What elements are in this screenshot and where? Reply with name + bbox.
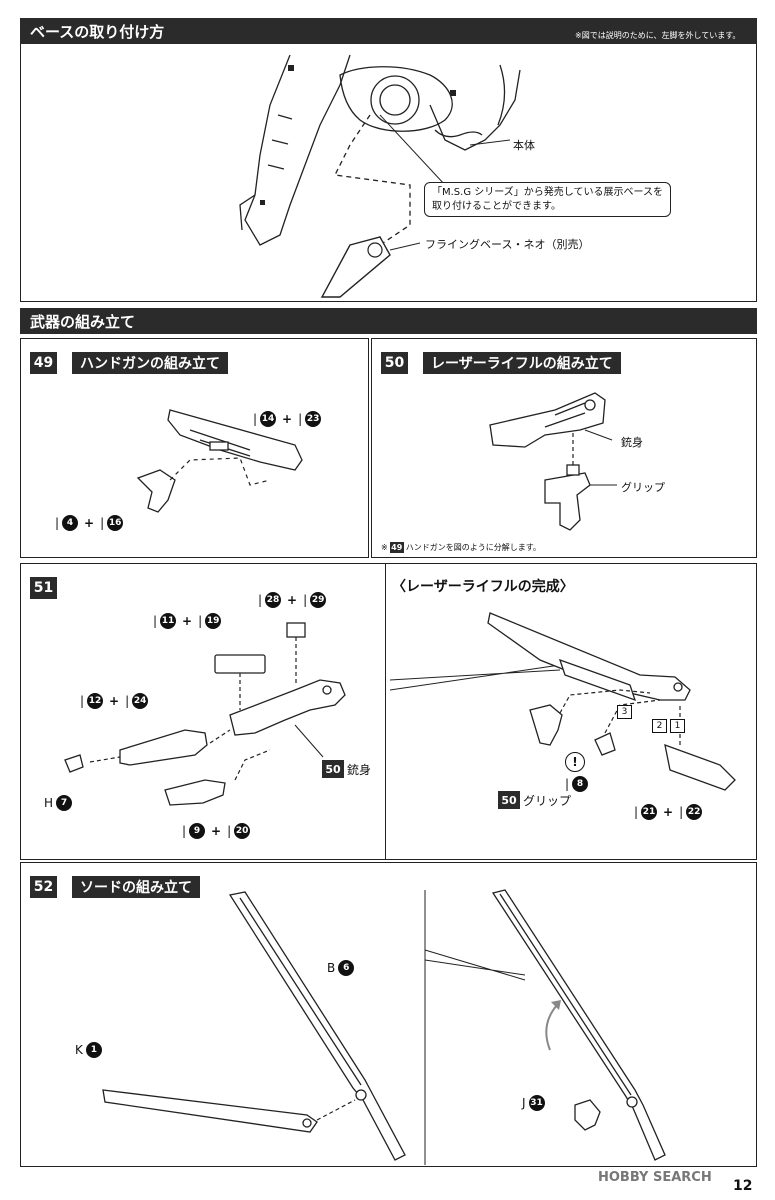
base-note: ※図では説明のために、左脚を外しています。 [575,31,741,40]
part-9: 9 [189,823,206,839]
part-19: 19 [205,613,222,629]
part-23: 23 [305,411,322,427]
part-k1: 1 [85,1042,102,1058]
section-header-base: ベースの取り付け方 [20,18,757,44]
step-51-panel [20,563,386,860]
ref-11-19: |11 +|19 [153,613,222,629]
step-50-number: 50 [381,352,408,374]
step-49-title: ハンドガンの組み立て [72,352,228,374]
part-24: 24 [132,693,149,709]
part-22: 22 [686,804,703,820]
order-3: 3 [617,705,632,719]
ref-8: ! |8 [565,752,589,792]
handgun-illustration [136,409,303,513]
part-28: 28 [265,592,282,608]
step-49-panel [20,338,369,558]
ref-21-22: |21 +|22 [634,804,703,820]
ref-9-20: |9 +|20 [182,823,251,839]
part-8: 8 [572,776,589,792]
order-2: 2 [652,719,667,733]
part-20: 20 [234,823,251,839]
step-50-note: ※ 49 ハンドガンを図のように分解します。 [381,542,541,553]
step-52-title: ソードの組み立て [72,876,200,898]
part-j31: 31 [528,1095,545,1111]
ref-step-50: 50 [322,760,344,778]
part-12: 12 [87,693,104,709]
part-4: 4 [62,515,79,531]
label-rifle-body: 銃身 [621,436,643,449]
watermark: HOBBY SEARCH [598,1170,712,1185]
label-flying-base: フライングベース・ネオ（別売） [425,238,590,251]
label-rifle-grip: グリップ [621,481,665,494]
step-52-panel [20,862,757,1167]
part-16: 16 [107,515,124,531]
note-step-ref: 49 [389,542,404,553]
part-14: 14 [260,411,277,427]
part-b6: 6 [338,960,355,976]
step-52-number: 52 [30,876,57,898]
section-header-weapons: 武器の組み立て [20,308,757,334]
part-h7: 7 [56,795,73,811]
section-title-weapons: 武器の組み立て [30,312,136,331]
part-29: 29 [310,592,327,608]
complete-rifle-illustration [389,612,736,791]
part-21: 21 [641,804,658,820]
caution-icon: ! [565,752,585,772]
callout-line-1: 「M.S.G シリーズ」から発売している展示ベースを [432,187,663,198]
order-1: 1 [670,719,685,733]
step-49-number: 49 [30,352,57,374]
step-50-title: レーザーライフルの組み立て [423,352,621,374]
ref-50-body: 50 銃身 [322,760,371,778]
page-number: 12 [733,1178,753,1194]
ref-12-24: |12 +|24 [80,693,149,709]
ref-50-grip: 50 グリップ [498,791,571,809]
robot-illustration [239,54,521,298]
base-callout: 「M.S.G シリーズ」から発売している展示ベースを 取り付けることができます。 [424,182,671,217]
part-11: 11 [160,613,177,629]
sword-illustration [102,889,666,1165]
ref-14-23: |14 +|23 [253,411,322,427]
ref-step-50-grip: 50 [498,791,520,809]
complete-title: 〈レーザーライフルの完成〉 [392,579,574,595]
step-51-number: 51 [30,577,57,599]
label-body: 本体 [513,139,535,152]
rifle-body-illustration [489,392,617,531]
rifle-assembly-illustration [64,622,346,806]
callout-line-2: 取り付けることができます。 [432,200,561,212]
section-title-base: ベースの取り付け方 [30,22,165,41]
ref-4-16: |4 +|16 [55,515,124,531]
ref-28-29: |28 +|29 [258,592,327,608]
